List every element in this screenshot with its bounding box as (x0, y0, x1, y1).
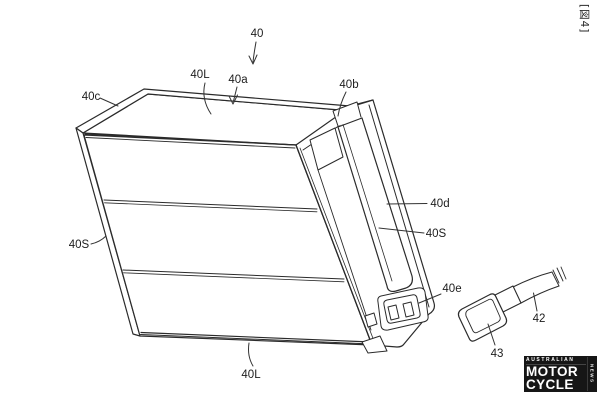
handle-hook (332, 101, 362, 127)
callout-40L-top: 40L (190, 69, 212, 115)
top-front-edge-2 (85, 137, 296, 149)
label-40e: 40e (442, 283, 461, 295)
front-right-boundary-2 (299, 147, 375, 342)
label-42: 42 (533, 313, 546, 325)
label-40S-left: 40S (69, 239, 90, 251)
label-40b: 40b (339, 79, 358, 91)
leader-43 (487, 323, 496, 346)
socket-slot-right (402, 301, 415, 318)
label-40L-bottom: 40L (241, 369, 261, 381)
callout-42: 42 (533, 292, 546, 325)
front-right-boundary (295, 144, 373, 346)
corner-foot (361, 335, 388, 354)
watermark-logo-main: AUSTRALIAN MOTOR CYCLE (526, 357, 586, 391)
arrowhead-40 (248, 54, 258, 65)
watermark-line-cycle: CYCLE (526, 376, 574, 391)
callout-40L-bottom: 40L (241, 342, 261, 381)
divider-2 (122, 269, 345, 280)
leader-40b (337, 91, 347, 117)
figure-number-tag: [図4] (578, 4, 590, 34)
connector-socket (364, 287, 429, 331)
callout-40S-left: 40S (69, 235, 107, 251)
socket-slot-left (387, 304, 400, 321)
handle-bar-inner (342, 124, 393, 282)
handle-panel-line (317, 169, 372, 331)
plug-head-inner (465, 298, 501, 334)
handle-pocket (309, 127, 344, 171)
label-40d: 40d (430, 198, 449, 210)
cable-hatch-2 (556, 267, 564, 282)
leader-40c (99, 97, 119, 107)
label-40L-top: 40L (190, 69, 210, 81)
callout-40S-right: 40S (378, 227, 447, 240)
carry-handle (309, 101, 413, 331)
cable-top-line (512, 271, 553, 288)
plug-head-outer (457, 293, 508, 342)
leader-40 (252, 41, 257, 63)
handle-bar (337, 117, 413, 293)
cable-hatch-3 (560, 266, 567, 280)
leader-40L-bottom (248, 342, 254, 367)
watermark-line-motor: MOTOR (526, 363, 578, 380)
rim-inner (368, 104, 430, 308)
watermark-side-strip: NEWS (587, 357, 596, 391)
socket-inner (383, 294, 421, 324)
callout-40b: 40b (337, 79, 359, 117)
callouts: 40 40L 40a 40b 40c 40S (69, 28, 546, 381)
label-40a: 40a (228, 74, 248, 86)
cable-hatch-1 (552, 269, 560, 284)
label-40S-right: 40S (426, 228, 447, 240)
cable-bottom-line (520, 285, 560, 304)
socket-tab (364, 312, 378, 328)
divider-2b (123, 272, 345, 283)
label-40: 40 (251, 28, 264, 40)
callout-43: 43 (487, 323, 504, 360)
callout-40: 40 (248, 28, 264, 65)
label-43: 43 (491, 348, 504, 360)
leader-40S-left (90, 235, 107, 245)
leader-40L-top (203, 82, 212, 115)
watermark-line-australian: AUSTRALIAN (526, 357, 586, 365)
power-plug (457, 266, 567, 342)
callout-40c: 40c (82, 91, 119, 107)
watermark-side-text: NEWS (589, 364, 595, 384)
leader-40e (418, 293, 442, 304)
leader-42 (533, 292, 538, 312)
leader-40d (386, 203, 428, 205)
callout-40e: 40e (418, 283, 462, 304)
bottom-edge-2 (140, 334, 372, 345)
leader-40a (233, 86, 238, 102)
callout-40a: 40a (228, 74, 248, 105)
leader-40S-right (378, 227, 425, 234)
callout-40d: 40d (386, 198, 450, 210)
label-40c: 40c (82, 91, 101, 103)
divider-1b (104, 202, 318, 213)
cable-cut (551, 271, 560, 287)
arrowhead-40a (228, 94, 238, 105)
divider-1 (103, 199, 318, 210)
top-front-edge (84, 133, 297, 146)
bottom-edge (140, 331, 372, 343)
watermark-logo: AUSTRALIAN MOTOR CYCLE NEWS (524, 356, 597, 392)
